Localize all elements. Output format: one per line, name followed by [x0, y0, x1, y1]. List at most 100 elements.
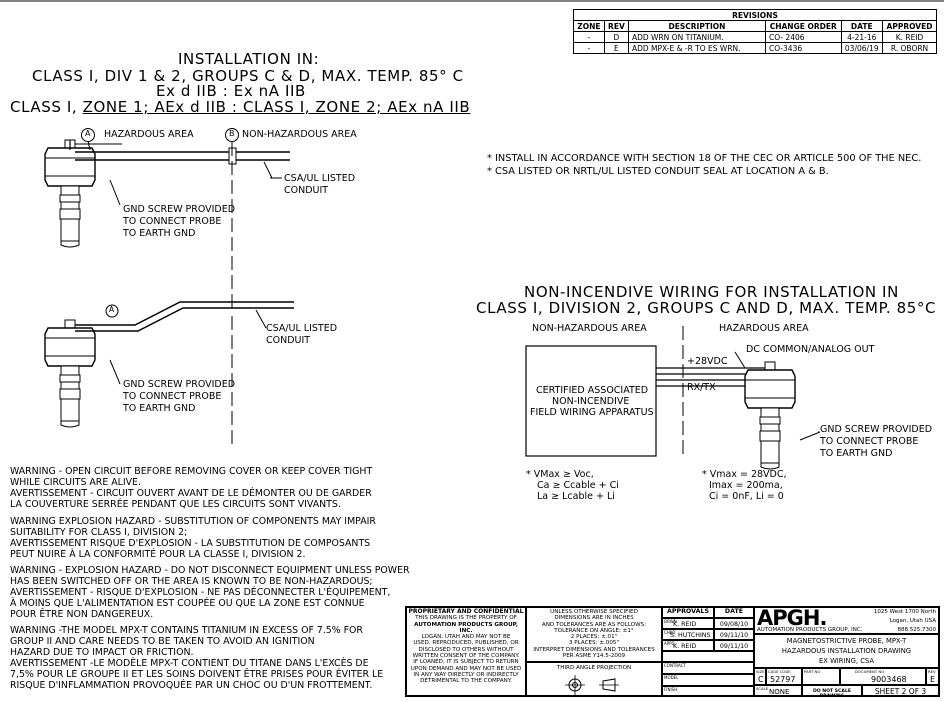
tolerance-line: TOLERANCE ON ANGLE: ±1°	[554, 627, 634, 634]
tolerance-line: AND TOLERANCES ARE AS FOLLOWS:	[541, 621, 647, 628]
proprietary-line: IF LOANED, IT IS SUBJECT TO RETURN	[413, 659, 519, 666]
rev-cell: -	[573, 42, 605, 54]
dc-common-label: DC COMMON/ANALOG OUT	[746, 344, 875, 355]
rev-cell: E	[603, 42, 629, 54]
tolerance-line: 2 PLACES: ±.01"	[570, 634, 618, 641]
part-cell: PART NO	[802, 668, 840, 685]
company-address-2: Logan, Utah USA	[889, 618, 936, 624]
rev-header-approved: APPROVED	[882, 20, 937, 32]
installation-line-1: INSTALLATION IN:	[178, 50, 320, 68]
entity-right-3: Ci = 0nF, Li = 0	[709, 491, 784, 502]
warning-line: AVERTISSEMENT -LE MODÈLE MPX-T CONTIENT …	[10, 658, 369, 669]
checked-label: CHKD	[664, 630, 676, 635]
tolerance-line: INTERPRET DIMENSIONS AND TOLERANCES	[533, 646, 655, 653]
size-label: SIZE	[756, 669, 765, 674]
mid-marker-a-label: A	[109, 305, 115, 314]
warning-line: RISQUE D'INFLAMMATION PROVOQUÉE PAR UN C…	[10, 680, 373, 691]
ni-gnd-label-3: TO EARTH GND	[820, 448, 893, 459]
scale-cell: SCALE NONE	[754, 685, 802, 696]
proprietary-line: UPON DEMAND AND MAY NOT BE USED	[410, 665, 522, 672]
top-hazardous-area-label: HAZARDOUS AREA	[104, 129, 194, 140]
warning-line: HAZARD DUE TO IMPACT OR FRICTION.	[10, 647, 194, 658]
nonincendive-title-1: NON-INCENDIVE WIRING FOR INSTALLATION IN	[524, 283, 899, 301]
drawing-title-cell: MAGNETOSTRICTIVE PROBE, MPX-T HAZARDOUS …	[754, 634, 939, 668]
entity-left-1: * VMax ≥ Voc,	[526, 469, 594, 480]
proprietary-line: THIS DRAWING IS THE PROPERTY OF	[415, 615, 517, 622]
company-phone: 888.525.7300	[897, 627, 937, 633]
tolerance-cell: UNLESS OTHERWISE SPECIFIED DIMENSIONS AR…	[526, 607, 662, 662]
warning-line: LA COUVERTURE SERRÉE PENDANT QUE LES CIR…	[10, 499, 341, 510]
apparatus-label-3: FIELD WIRING APPARATUS	[530, 407, 654, 418]
revision-row: - D ADD WRN ON TITANIUM. CO- 2406 4-21-1…	[573, 31, 937, 43]
tolerance-line: PER ASME Y14.5-2009	[562, 653, 626, 660]
installation-line-3: Ex d IIB : Ex nA IIB	[156, 82, 306, 100]
mid-gnd-label-2: TO CONNECT PROBE	[123, 391, 222, 402]
model-label: MODEL	[664, 675, 679, 680]
warning-line: À MOINS QUE L'ALIMENTATION EST COUPÉE OU…	[10, 598, 365, 609]
top-gnd-label-1: GND SCREW PROVIDED	[123, 204, 236, 215]
warning-line: AVERTISSEMENT - RISQUE D'EXPLOSION - NE …	[10, 587, 391, 598]
title-block: PROPRIETARY AND CONFIDENTIAL THIS DRAWIN…	[405, 606, 940, 697]
rxtx-label: RX/TX	[687, 382, 716, 393]
revisions-title: REVISIONS	[573, 9, 937, 21]
contract-cell: CONTRACT	[662, 662, 754, 674]
proprietary-line: LOGAN, UTAH AND MAY NOT BE	[421, 634, 511, 641]
rev-header-date: DATE	[840, 20, 883, 32]
rev-cell: CO-3436	[764, 42, 842, 54]
note-conduit-seal: * CSA LISTED OR NRTL/UL LISTED CONDUIT S…	[487, 166, 829, 177]
rev-header-rev: REV	[603, 20, 629, 32]
drawing-title-3: EX WIRING, CSA	[818, 657, 875, 665]
finish-label: FINISH	[664, 687, 678, 692]
drawing-title-1: MAGNETOSTRICTIVE PROBE, MPX-T	[786, 637, 907, 645]
warning-line: POUR ÊTRE NON DANGEREUX.	[10, 609, 154, 620]
top-gnd-label-2: TO CONNECT PROBE	[123, 216, 222, 227]
rev-header-change-order: CHANGE ORDER	[764, 20, 842, 32]
mid-gnd-label-3: TO EARTH GND	[123, 403, 196, 414]
mid-gnd-label-1: GND SCREW PROVIDED	[123, 379, 236, 390]
warning-line: WARNING -THE MODEL MPX-T CONTAINS TITANI…	[10, 625, 363, 636]
contract-label: CONTRACT	[664, 663, 686, 668]
proprietary-line: USED, REPRODUCED, PUBLISHED, OR	[413, 640, 519, 647]
entity-left-3: La ≥ Lcable + Li	[537, 491, 615, 502]
do-not-scale-label: DO NOT SCALE DRAWING	[802, 685, 862, 696]
cage-label: CAGE CODE	[768, 669, 791, 674]
checked-by-cell: CHKD S. HUTCHINS	[662, 629, 714, 640]
approvals-date-header: DATE	[714, 607, 754, 618]
tolerance-line: UNLESS OTHERWISE SPECIFIED	[550, 609, 638, 615]
approvals-header: APPROVALS	[662, 607, 714, 618]
rev-cell: ADD WRN ON TITANIUM.	[627, 31, 766, 43]
rev-cell: R. OBORN	[882, 42, 937, 54]
mid-conduit-label-2: CONDUIT	[266, 335, 311, 346]
warning-line: WARNING - OPEN CIRCUIT BEFORE REMOVING C…	[10, 466, 373, 477]
checked-by: S. HUTCHINS	[670, 632, 711, 639]
rev-cell-block: REV E	[926, 668, 939, 685]
ni-gnd-label-1: GND SCREW PROVIDED	[820, 424, 933, 435]
proprietary-cell: PROPRIETARY AND CONFIDENTIAL THIS DRAWIN…	[406, 607, 526, 696]
finish-cell: FINISH	[662, 686, 754, 696]
rev-cell: CO- 2406	[764, 31, 842, 43]
rev-cell: ADD MPX-E & -R TO ES WRN.	[627, 42, 766, 54]
cage-value: 52797	[770, 675, 796, 684]
ni-non-hazardous-label: NON-HAZARDOUS AREA	[532, 323, 647, 334]
drawing-title-2: HAZARDOUS INSTALLATION DRAWING	[781, 647, 912, 655]
approved-date: 09/11/10	[714, 640, 754, 651]
warning-line: 7,5% POUR LE GROUPE II ET LES SOINS DOIV…	[10, 669, 384, 680]
size-value: C	[758, 675, 764, 684]
installation-line-2: CLASS I, DIV 1 & 2, GROUPS C & D, MAX. T…	[32, 67, 464, 85]
entity-right-2: Imax = 200ma,	[709, 480, 783, 491]
rev-cell: -	[573, 31, 605, 43]
warning-block-1: WARNING - OPEN CIRCUIT BEFORE REMOVING C…	[10, 466, 372, 510]
entity-right-1: * Vmax = 28VDC,	[702, 469, 787, 480]
proprietary-line: DETRIMENTAL TO THE COMPANY.	[420, 678, 512, 685]
company-cell: APGH. AUTOMATION PRODUCTS GROUP, INC. 10…	[754, 607, 939, 634]
top-conduit-label-1: CSA/UL LISTED	[284, 173, 356, 184]
apparatus-label-2: NON-INCENDIVE	[552, 396, 630, 407]
revision-row: - E ADD MPX-E & -R TO ES WRN. CO-3436 03…	[573, 42, 937, 54]
proprietary-line: AUTOMATION PRODUCTS GROUP, INC.	[414, 621, 518, 634]
rev-cell: D	[603, 31, 629, 43]
mid-conduit-label-1: CSA/UL LISTED	[266, 323, 338, 334]
warning-line: HAS BEEN SWITCHED OFF OR THE AREA IS KNO…	[10, 576, 373, 587]
installation-line-4a: CLASS I,	[10, 98, 78, 116]
projection-cell: THIRD ANGLE PROJECTION	[526, 662, 662, 696]
